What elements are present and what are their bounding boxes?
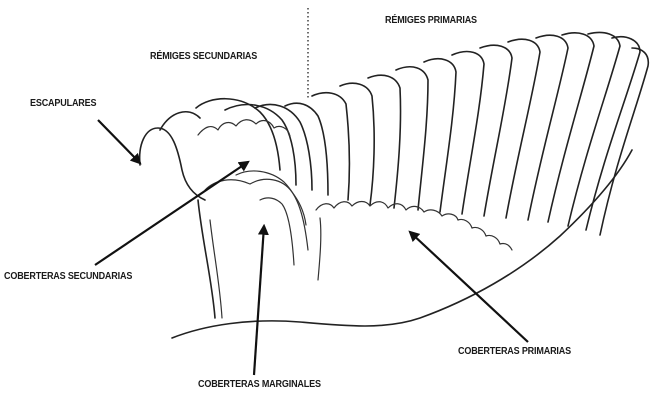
label-coberteras-secundarias: COBERTERAS SECUNDARIAS <box>4 270 133 282</box>
arrow-cob-primarias <box>408 230 529 343</box>
secondary-coverts-row-2 <box>204 178 307 226</box>
secondary-coverts-row-3 <box>235 170 309 251</box>
primary-feather-5 <box>423 58 457 213</box>
secondary-feather-2 <box>224 103 297 186</box>
label-coberteras-primarias: COBERTERAS PRIMARIAS <box>458 345 571 357</box>
primary-feather-4 <box>395 66 429 211</box>
primary-feather-12 <box>585 36 641 231</box>
label-escapulares: ESCAPULARES <box>30 97 97 109</box>
primary-feather-6 <box>451 50 485 215</box>
arrow-cob-marginales <box>252 223 269 376</box>
escapular-feather-1 <box>138 127 206 201</box>
label-remiges-primarias: RÉMIGES PRIMARIAS <box>385 14 477 26</box>
label-coberteras-marginales: COBERTERAS MARGINALES <box>198 378 321 390</box>
marginal-coverts-edge <box>259 197 295 266</box>
primary-feather-2 <box>339 82 375 206</box>
wing-body-edge <box>197 199 216 319</box>
secondary-feather-3 <box>254 103 313 191</box>
primary-feather-10 <box>547 32 595 223</box>
secondary-coverts-edge <box>197 119 291 137</box>
primary-feather-3 <box>367 74 402 209</box>
secondary-feather-4 <box>284 102 329 196</box>
primary-coverts-edge <box>315 200 513 251</box>
primary-feather-9 <box>527 34 569 221</box>
escapular-feather-2 <box>159 110 201 131</box>
wing-inner-edge <box>209 219 223 319</box>
primary-feather-8 <box>505 38 541 219</box>
wing-lower-outline <box>171 149 633 339</box>
primary-feather-11 <box>567 31 621 227</box>
arrow-escapulares <box>97 119 142 165</box>
primary-feather-1 <box>311 91 351 201</box>
secondary-feather-1 <box>195 98 281 171</box>
primary-feather-7 <box>479 44 513 217</box>
primary-feather-13 <box>599 47 650 236</box>
arrow-cob-secundarias <box>94 160 250 266</box>
label-remiges-secundarias: RÉMIGES SECUNDARIAS <box>150 50 258 62</box>
primary-coverts-inner <box>317 217 322 281</box>
